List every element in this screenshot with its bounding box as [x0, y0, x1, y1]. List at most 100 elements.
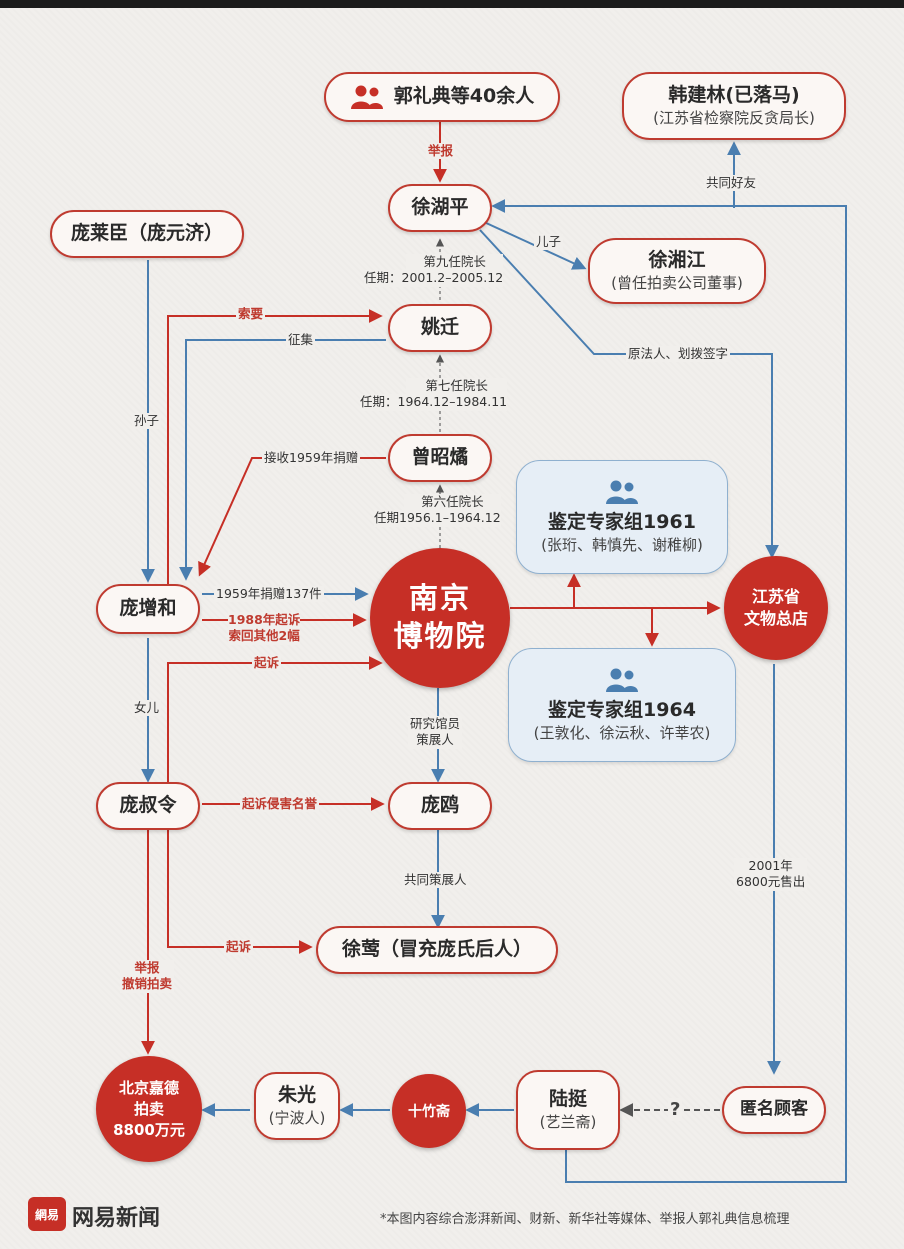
label-son: 儿子	[534, 234, 564, 251]
label-collect: 征集	[286, 332, 316, 349]
label-seventh-director-term: 任期：1964.12–1984.11	[360, 394, 508, 411]
netease-logo-text: 網易	[34, 1207, 59, 1222]
node-han-jianlin-role: (江苏省检察院反贪局长)	[653, 108, 815, 127]
label-researcher: 研究馆员 策展人	[408, 716, 463, 749]
node-zhu-guang: 朱光 (宁波人)	[254, 1072, 340, 1140]
node-expert-group-1964: 鉴定专家组1964 (王敦化、徐沄秋、许莘农)	[508, 648, 736, 762]
node-zeng-zhaoyu-label: 曾昭燏	[411, 446, 469, 469]
top-bar	[0, 0, 904, 8]
node-yao-qian: 姚迁	[388, 304, 492, 352]
label-seventh-director-title: 第七任院长	[406, 378, 508, 395]
node-pang-shuling-label: 庞叔令	[119, 794, 177, 817]
edge-collect	[179, 339, 386, 581]
node-lu-ting-role: (艺兰斋)	[539, 1112, 597, 1131]
label-grandson: 孙子	[132, 413, 162, 430]
node-pang-ou: 庞鸥	[388, 782, 492, 830]
label-ninth-director-title: 第九任院长	[406, 254, 504, 271]
node-expert-group-1964-name: 鉴定专家组1964	[548, 699, 696, 721]
node-han-jianlin-name: 韩建林(已落马)	[668, 84, 800, 106]
brand-name: 网易新闻	[72, 1206, 161, 1231]
label-researcher-line2: 策展人	[416, 732, 454, 748]
label-receive-1959: 接收1959年捐赠	[262, 450, 361, 467]
node-shizhuzhai-label: 十竹斋	[408, 1104, 450, 1120]
node-pang-ou-label: 庞鸥	[420, 794, 459, 817]
edge-anon-xu	[491, 199, 847, 1183]
label-question: ?	[668, 1098, 683, 1122]
node-xu-ying: 徐莺（冒充庞氏后人）	[316, 926, 558, 974]
node-pang-zenghe-label: 庞增和	[119, 597, 177, 620]
node-beijing-jiade: 北京嘉德 拍卖 8800万元	[96, 1056, 202, 1162]
source-note: *本图内容综合澎湃新闻、财新、新华社等媒体、举报人郭礼典信息梳理	[380, 1212, 790, 1227]
label-report-cancel-line1: 举报	[134, 960, 160, 975]
label-report-cancel: 举报 撤销拍卖	[120, 960, 175, 993]
node-pang-zenghe: 庞增和	[96, 584, 200, 634]
edge-sue-museum	[167, 656, 383, 782]
label-report-cancel-line2: 撤销拍卖	[122, 976, 173, 992]
label-donate-1959: 1959年捐赠137件	[214, 586, 324, 603]
label-sue-defamation: 起诉侵害名誉	[240, 796, 320, 813]
label-sue-1988-line2: 索回其他2幅	[228, 628, 301, 645]
edge-demand	[167, 309, 383, 584]
label-friends: 共同好友	[704, 175, 759, 192]
node-jiade-line2: 拍卖	[133, 1099, 164, 1118]
label-ninth-director: 第九任院长 任期：2001.2–2005.12	[362, 254, 505, 287]
node-pang-shuling: 庞叔令	[96, 782, 200, 830]
node-expert-group-1961-members: (张珩、韩慎先、谢稚柳)	[541, 535, 703, 554]
label-sixth-director-title: 第六任院长	[404, 494, 501, 511]
label-sold-2001: 2001年 6800元售出	[734, 858, 808, 891]
node-xu-xiangjiang-name: 徐湘江	[648, 249, 706, 271]
label-sue-1988: 1988年起诉 索回其他2幅	[226, 612, 302, 645]
node-pang-laichen-label: 庞莱臣（庞元济）	[70, 222, 223, 245]
node-zhu-guang-name: 朱光	[277, 1084, 316, 1106]
node-zeng-zhaoyu: 曾昭燏	[388, 434, 492, 482]
label-researcher-line1: 研究馆员	[410, 716, 461, 731]
people-icon	[606, 668, 638, 692]
label-sold-2001-line2: 6800元售出	[736, 874, 806, 890]
people-icon	[606, 480, 638, 504]
label-ninth-director-term: 任期：2001.2–2005.12	[364, 270, 504, 287]
node-expert-group-1961: 鉴定专家组1961 (张珩、韩慎先、谢稚柳)	[516, 460, 728, 574]
node-zhu-guang-role: (宁波人)	[268, 1108, 326, 1127]
edge-sue-xuying	[167, 828, 313, 954]
node-xu-huping-label: 徐湖平	[411, 196, 469, 219]
node-xu-xiangjiang-role: (曾任拍卖公司董事)	[611, 273, 743, 292]
node-shizhuzhai: 十竹斋	[392, 1074, 466, 1148]
node-yao-qian-label: 姚迁	[420, 316, 459, 339]
node-xu-xiangjiang: 徐湘江 (曾任拍卖公司董事)	[588, 238, 766, 304]
node-expert-group-1964-members: (王敦化、徐沄秋、许莘农)	[533, 723, 711, 742]
node-jiade-line1: 北京嘉德	[118, 1078, 179, 1097]
node-xu-huping: 徐湖平	[388, 184, 492, 232]
label-report: 举报	[426, 143, 456, 160]
node-anonymous-customer: 匿名顾客	[722, 1086, 826, 1134]
node-nanjing-museum-line2: 博物院	[393, 619, 487, 653]
node-jiangsu-cultural-store: 江苏省 文物总店	[724, 556, 828, 660]
node-xu-ying-label: 徐莺（冒充庞氏后人）	[341, 938, 532, 961]
label-demand: 索要	[236, 306, 266, 323]
node-anonymous-customer-label: 匿名顾客	[740, 1099, 808, 1120]
node-guo-lidian-label: 郭礼典等40余人	[393, 85, 535, 108]
node-jiade-line3: 8800万元	[113, 1120, 185, 1139]
node-lu-ting: 陆挺 (艺兰斋)	[516, 1070, 620, 1150]
node-expert-group-1961-name: 鉴定专家组1961	[548, 511, 696, 533]
label-daughter: 女儿	[132, 700, 162, 717]
node-jiangsu-line2: 文物总店	[743, 609, 808, 628]
label-co-curator: 共同策展人	[402, 872, 469, 889]
node-lu-ting-name: 陆挺	[548, 1088, 587, 1110]
label-seventh-director: 第七任院长 任期：1964.12–1984.11	[358, 378, 509, 411]
node-han-jianlin: 韩建林(已落马) (江苏省检察院反贪局长)	[622, 72, 846, 140]
label-sue-xuying: 起诉	[224, 939, 254, 956]
label-sixth-director-term: 任期1956.1–1964.12	[374, 510, 501, 527]
label-legal-person: 原法人、划拨签字	[626, 346, 731, 363]
node-nanjing-museum-line1: 南京	[408, 581, 471, 616]
label-sue-1988-line1: 1988年起诉	[228, 612, 301, 629]
node-guo-lidian: 郭礼典等40余人	[324, 72, 560, 122]
netease-logo: 網易	[28, 1197, 66, 1231]
label-sue-museum: 起诉	[252, 655, 282, 672]
people-icon	[350, 85, 383, 109]
label-sold-2001-line1: 2001年	[748, 858, 793, 873]
node-nanjing-museum: 南京 博物院	[370, 548, 510, 688]
label-sixth-director: 第六任院长 任期1956.1–1964.12	[372, 494, 503, 527]
edge-receive	[198, 457, 386, 577]
node-jiangsu-line1: 江苏省	[751, 587, 800, 607]
